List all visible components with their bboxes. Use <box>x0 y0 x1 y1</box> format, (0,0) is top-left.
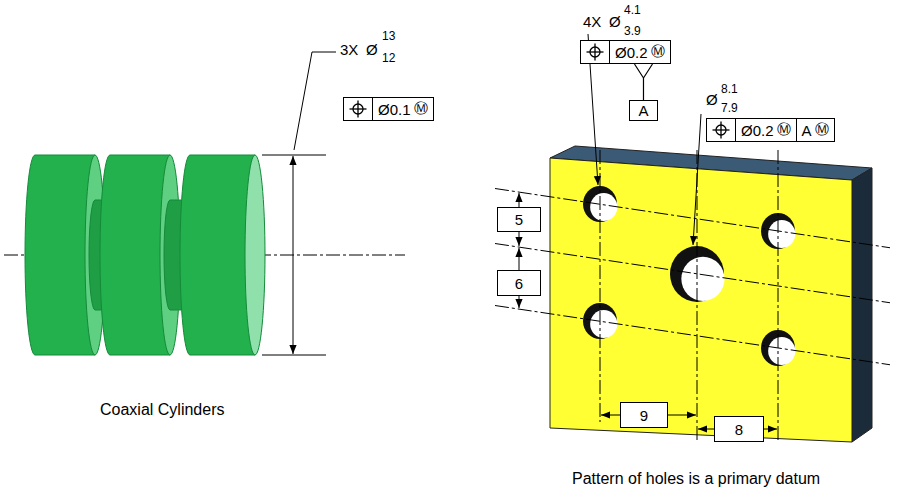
basic-dimension: 6 <box>497 270 541 296</box>
frame-text: Ⓜ <box>651 43 665 61</box>
frame-text: Ⓜ <box>815 121 829 139</box>
qty: 3X <box>340 42 358 59</box>
position-symbol <box>586 43 604 61</box>
frame-text: Ø0.2 <box>615 44 648 61</box>
lower-limit: 12 <box>382 52 395 65</box>
frame-text: Ø0.1 <box>378 101 411 118</box>
frame-cell: Ø0.2Ⓜ <box>609 41 670 63</box>
upper-limit: 4.1 <box>624 4 641 17</box>
dimension-lines <box>519 34 777 429</box>
basic-dimension: 9 <box>620 402 668 428</box>
position-symbol-cell <box>581 41 609 63</box>
frame-cell: Ø0.1Ⓜ <box>372 98 433 120</box>
frame-cell: Ø0.2Ⓜ <box>735 119 796 141</box>
datum-connector <box>634 64 652 100</box>
center-lines <box>495 150 890 440</box>
frame-text: 5 <box>515 211 523 228</box>
diameter-symbol: Ø <box>366 42 378 59</box>
position-symbol <box>712 121 730 139</box>
frame-cell: AⓂ <box>796 119 834 141</box>
upper-limit: 13 <box>382 30 395 43</box>
caption: Pattern of holes is a primary datum <box>572 470 820 488</box>
frame-text: Ⓜ <box>777 121 791 139</box>
basic-dimension: 8 <box>714 416 764 442</box>
feature-control-frame: Ø0.1Ⓜ <box>343 97 434 121</box>
diameter-dimension <box>262 52 336 355</box>
frame-text: A <box>802 122 812 139</box>
basic-dimension: 5 <box>497 207 541 232</box>
position-symbol-cell <box>344 98 372 120</box>
frame-text: A <box>638 102 648 119</box>
upper-limit: 8.1 <box>721 83 738 96</box>
datum-label: A <box>629 100 658 121</box>
lower-limit: 3.9 <box>624 25 641 38</box>
frame-text: 9 <box>640 407 648 424</box>
frame-text: Ⓜ <box>414 100 428 118</box>
position-symbol-cell <box>707 119 735 141</box>
holes <box>583 186 795 366</box>
frame-text: 8 <box>735 421 743 438</box>
caption: Coaxial Cylinders <box>100 401 225 419</box>
qty: 4X <box>583 14 601 31</box>
lower-limit: 7.9 <box>721 102 738 115</box>
frame-text: Ø0.2 <box>741 122 774 139</box>
frame-text: 6 <box>515 275 523 292</box>
diameter-symbol: Ø <box>609 14 621 31</box>
coaxial-cylinders <box>25 155 265 355</box>
diameter-symbol: Ø <box>706 92 718 109</box>
feature-control-frame: Ø0.2Ⓜ <box>580 40 671 64</box>
position-symbol <box>349 100 367 118</box>
feature-control-frame: Ø0.2ⓂAⓂ <box>706 118 835 142</box>
plate <box>550 146 872 442</box>
